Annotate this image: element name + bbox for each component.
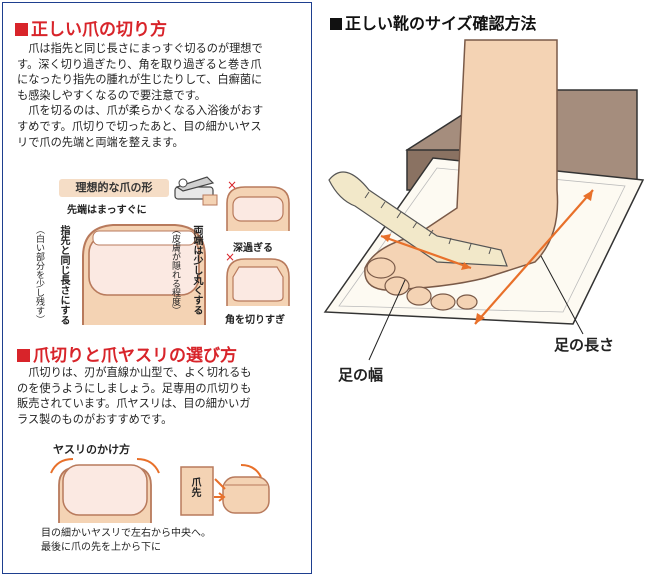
tip-filing-illustration [180, 464, 270, 516]
filing-caption: 目の細かいヤスリで左右から中央へ。 最後に爪の先を上から下に [41, 527, 211, 555]
ideal-nail-title: 理想的な爪の形 [59, 179, 169, 197]
paragraph-line: 爪切りは、刃が直線か山型で、よく切れるも [28, 366, 252, 379]
section-heading-nail-cutting: 正しい爪の切り方 [15, 15, 167, 40]
ideal-toe-illustration [82, 224, 206, 325]
shoe-size-title: 正しい靴のサイズ確認方法 [330, 10, 537, 34]
label-corners-cut: 角を切りすぎ [225, 315, 285, 326]
caption-line: 目の細かいヤスリで左右から中央へ。 [41, 528, 211, 539]
foot-length-label: 足の長さ [554, 336, 615, 354]
svg-text:×: × [227, 178, 237, 192]
caption-line: 最後に爪の先を上から下に [41, 542, 161, 553]
paragraph-line: 販売されています。爪ヤスリは、目の細かいガ [17, 397, 251, 411]
too-deep-nail-illustration: × [226, 178, 290, 231]
paragraph-line: も感染しやすくなるので要注意です。 [17, 88, 206, 102]
paragraph-line: すめです。爪切りで切ったあと、目の細かいヤス [17, 119, 262, 133]
nail-care-panel: 正しい爪の切り方 爪は指先と同じ長さにまっすぐ切るのが理想で す。深く切り過ぎた… [2, 2, 312, 574]
label-straight-tip: 先端はまっすぐに [67, 205, 147, 216]
label-same-length: 指先と同じ長さにする [58, 225, 69, 325]
nail-clipper-icon [174, 176, 218, 206]
file-method-title: ヤスリのかけ方 [53, 443, 130, 456]
paragraph-line: のを使うようにしましょう。足専用の爪切りも [17, 381, 252, 395]
paragraph-line: ラス製のものがおすすめです。 [17, 412, 173, 426]
label-round-ends: 両端は少し丸くする [191, 225, 202, 315]
label-skin-hidden: （皮膚が隠れる程度） [170, 225, 180, 315]
paragraph-line: リで爪の先端と両端を整えます。 [17, 135, 184, 149]
paragraph-line: になったり指先の腫れが生じたりして、白癬菌に [17, 73, 263, 87]
label-too-deep: 深過ぎる [233, 243, 273, 254]
paragraph-line: す。深く切り過ぎたり、角を取り過ぎると巻き爪 [17, 57, 262, 71]
filing-toe-illustration [50, 458, 160, 523]
paragraph-line: 爪を切るのは、爪が柔らかくなる入浴後がおす [28, 104, 264, 118]
heading-square-icon [17, 349, 30, 362]
svg-text:×: × [225, 250, 235, 264]
heading-square-icon [330, 18, 342, 30]
paragraph-line: 爪は指先と同じ長さにまっすぐ切るのが理想で [28, 42, 263, 55]
foot-width-label: 足の幅 [338, 366, 384, 384]
section-heading-clipper-file: 爪切りと爪ヤスリの選び方 [17, 341, 237, 366]
nail-cutting-text: 爪は指先と同じ長さにまっすぐ切るのが理想で す。深く切り過ぎたり、角を取り過ぎる… [17, 41, 307, 150]
tip-label: 爪先 [189, 477, 200, 497]
heading-square-icon [15, 23, 28, 36]
label-leave-white: （白い部分を少し残す） [34, 225, 44, 324]
corners-cut-nail-illustration: × [225, 250, 290, 306]
clipper-file-text: 爪切りは、刃が直線か山型で、よく切れるも のを使うようにしましょう。足専用の爪切… [17, 365, 307, 427]
foot-measurement-illustration [323, 39, 645, 361]
